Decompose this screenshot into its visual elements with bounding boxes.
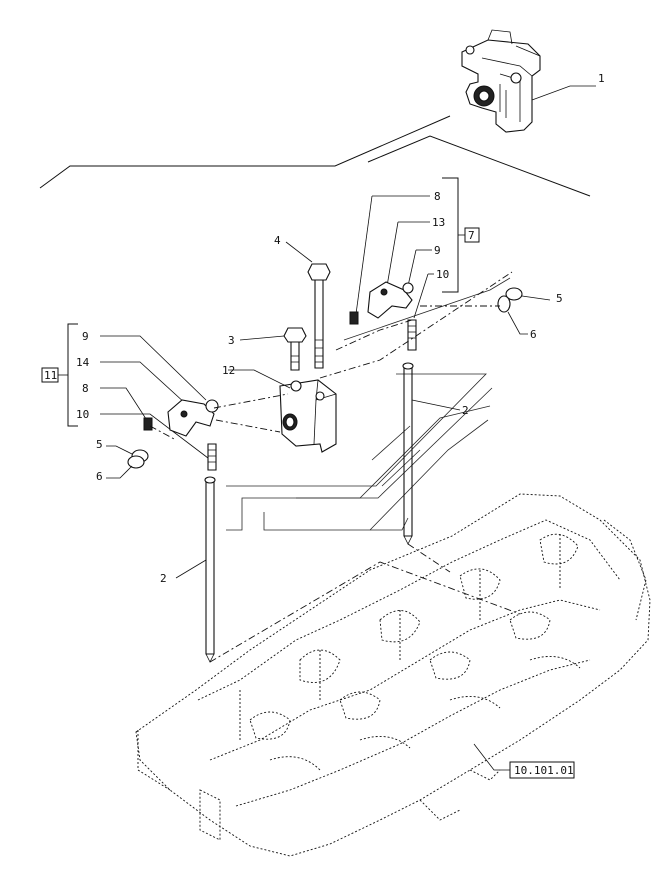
callout-14: 14 (76, 356, 90, 369)
callout-1: 1 (598, 72, 605, 85)
reference-box (509, 761, 575, 779)
callout-11: 11 (44, 369, 57, 382)
callout-8-right: 8 (434, 190, 441, 203)
ring-6-left (127, 455, 145, 469)
callout-12: 12 (222, 364, 235, 377)
background-watermark (226, 277, 511, 531)
callout-6-left: 6 (96, 470, 103, 483)
cylinder-head (135, 493, 651, 857)
callout-3: 3 (228, 334, 235, 347)
bolt-4 (307, 263, 331, 369)
callout-7: 7 (468, 229, 475, 242)
callout-2-right: 2 (462, 404, 469, 417)
ring-5-right (505, 287, 523, 301)
reference-label: 10.101.01 (514, 764, 574, 777)
callout-9-left: 9 (82, 330, 89, 343)
callout-4: 4 (274, 234, 281, 247)
rocker-arm-right (349, 281, 417, 351)
callout-5-left: 5 (96, 438, 103, 451)
bolt-3 (283, 327, 307, 371)
callout-10-left: 10 (76, 408, 89, 421)
rocker-support-12 (279, 379, 337, 453)
callout-6-right: 6 (530, 328, 537, 341)
callout-10-right: 10 (436, 268, 449, 281)
callout-2-left: 2 (160, 572, 167, 585)
ring-6-right (497, 295, 511, 313)
callout-8-left: 8 (82, 382, 89, 395)
callout-13: 13 (432, 216, 445, 229)
callout-9-right: 9 (434, 244, 441, 257)
rocker-arm-left (143, 399, 219, 471)
rocker-assembly-inset (461, 29, 541, 133)
callout-5-right: 5 (556, 292, 563, 305)
push-rod-left (204, 476, 216, 663)
